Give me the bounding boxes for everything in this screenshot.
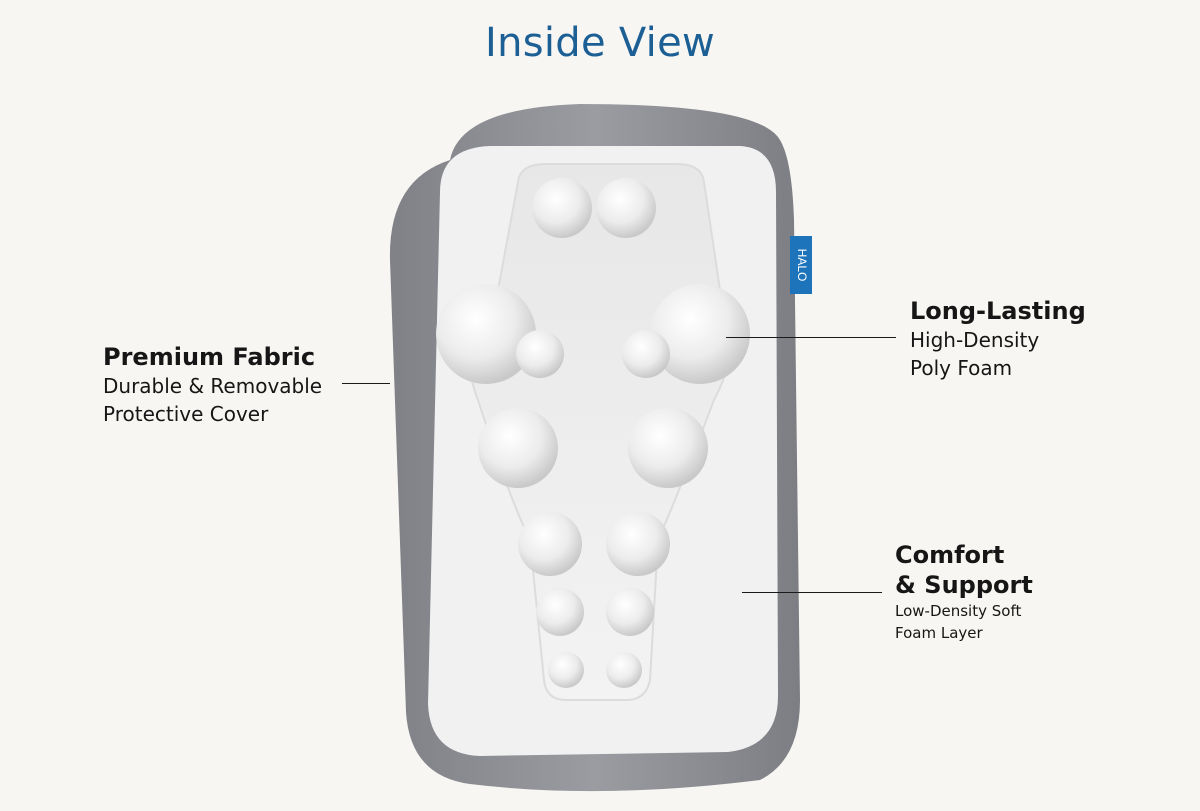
massage-node (606, 652, 642, 688)
massage-node (518, 512, 582, 576)
callout-premium-fabric: Premium Fabric Durable & Removable Prote… (103, 342, 322, 428)
massage-node (532, 178, 592, 238)
callout-line: Durable & Removable (103, 374, 323, 398)
massage-node (628, 408, 708, 488)
massage-node (436, 284, 536, 384)
massage-node (478, 408, 558, 488)
callout-line: High-Density (910, 328, 1040, 352)
callout-long-lasting: Long-Lasting High-Density Poly Foam (910, 296, 1086, 382)
massage-node (606, 588, 654, 636)
brand-tag-label: HALO (795, 249, 809, 282)
brand-tag (790, 236, 812, 294)
massage-node (606, 512, 670, 576)
leader-line-fabric (342, 383, 390, 385)
callout-line: Poly Foam (910, 356, 1013, 380)
page-title: Inside View (484, 20, 716, 66)
callout-heading: & Support (895, 571, 1033, 599)
massage-node (622, 330, 670, 378)
pillow-illustration: HALO (389, 104, 812, 792)
massage-node (650, 284, 750, 384)
massage-node (516, 330, 564, 378)
callout-heading: Comfort (895, 541, 1005, 569)
callout-line: Protective Cover (103, 402, 269, 426)
massage-node (536, 588, 584, 636)
massage-node (548, 652, 584, 688)
leader-line-foam (726, 337, 896, 339)
massage-node (596, 178, 656, 238)
leader-line-comfort (742, 592, 882, 594)
callout-heading: Long-Lasting (910, 297, 1086, 325)
callout-comfort-support: Comfort & Support Low-Density Soft Foam … (895, 540, 1033, 644)
callout-heading: Premium Fabric (103, 343, 316, 371)
callout-line: Low-Density Soft (895, 602, 1022, 620)
callout-line: Foam Layer (895, 624, 983, 642)
massage-nodes (436, 178, 750, 688)
